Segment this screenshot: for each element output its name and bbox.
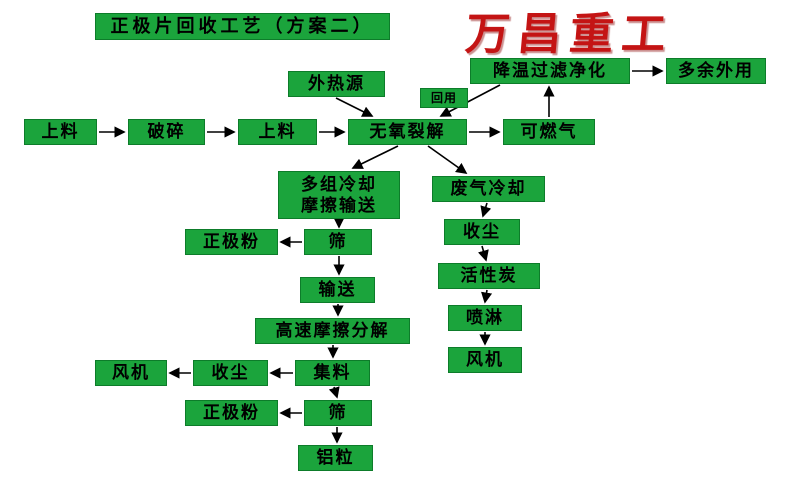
node-dust-collection-right: 收尘 [444,219,520,245]
node-crushing: 破碎 [128,119,205,145]
node-spray: 喷淋 [448,305,522,331]
arrow-pyrolysis-to-multicooling [351,145,399,169]
node-conveying: 输送 [300,277,375,303]
node-cooling-filter-purify: 降温过滤净化 [470,58,630,84]
arrow-heat-to-pyrolysis [335,97,374,117]
watermark-logo: 万昌重工 [463,9,676,60]
arrow-exhaust-to-dustr [480,202,492,218]
node-external-heat-source: 外热源 [288,71,385,97]
node-material-collection: 集料 [295,360,370,386]
arrow-collect-to-sieve2 [328,386,340,399]
arrow-pyrolysis-to-exhaustcooling [427,145,468,174]
node-fan-right: 风机 [448,347,522,373]
node-fan-left: 风机 [95,360,167,386]
node-oxygen-free-pyrolysis: 无氧裂解 [348,119,467,145]
node-cathode-powder-1: 正极粉 [185,229,278,255]
node-cathode-powder-2: 正极粉 [185,400,278,426]
node-multi-cooling-friction-conveying: 多组冷却 摩擦输送 [278,171,400,219]
node-surplus-external-use: 多余外用 [666,58,766,84]
node-reuse-label: 回用 [420,88,468,108]
node-sieve-1: 筛 [304,229,372,255]
diagram-title: 正极片回收工艺（方案二） [95,13,390,40]
node-feeding-2: 上料 [238,119,317,145]
node-combustible-gas: 可燃气 [503,119,595,145]
arrow-carbon-to-spray [481,289,493,304]
node-exhaust-gas-cooling: 废气冷却 [432,176,545,202]
node-feeding-1: 上料 [24,119,97,145]
node-activated-carbon: 活性炭 [438,263,540,289]
arrow-purify-reuse-to-pyrolysis [439,84,501,117]
node-high-speed-friction-decomposition: 高速摩擦分解 [255,318,410,344]
node-sieve-2: 筛 [304,400,372,426]
node-aluminum-granules: 铝粒 [298,445,373,471]
node-dust-collection-left: 收尘 [193,360,268,386]
arrow-dustr-to-carbon [478,245,489,262]
